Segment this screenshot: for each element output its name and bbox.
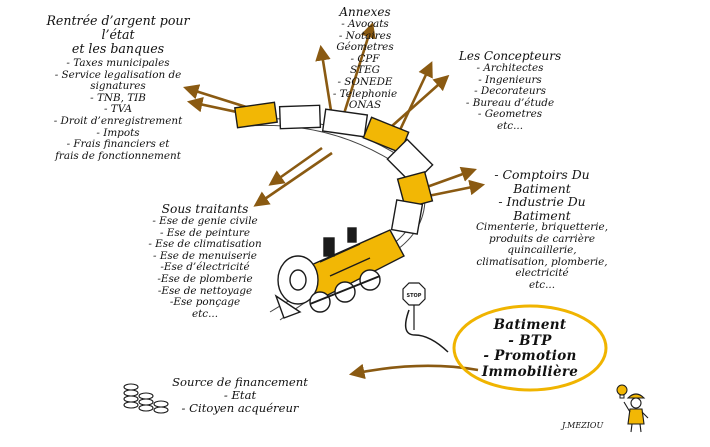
comptoirs-block: - Comptoirs Du Batiment - Industrie Du B… bbox=[456, 168, 628, 292]
arrow-to-comptoirs-2 bbox=[423, 166, 477, 190]
arrow-to-concepteurs bbox=[391, 74, 450, 127]
rentree-item: - Impots bbox=[96, 126, 140, 139]
comptoirs-item: Cimenterie, briquetterie, bbox=[475, 221, 608, 233]
financement-title: Source de financement bbox=[172, 375, 308, 389]
comptoirs-title-4: Batiment bbox=[513, 207, 571, 223]
stop-sign-icon: STOP bbox=[402, 282, 426, 330]
batiment-block: Batiment - BTP - Promotion Immobilière bbox=[470, 317, 590, 380]
annexes-block: Annexes - Avocats - Notaires Géometres -… bbox=[310, 6, 420, 112]
concepteurs-item: - Geometres bbox=[477, 108, 543, 121]
annexes-title: Annexes bbox=[339, 5, 391, 19]
concepteurs-item: - Bureau d’étude bbox=[465, 96, 555, 109]
annexes-item: ONAS bbox=[348, 99, 382, 112]
rentree-item: - Service legalisation de bbox=[54, 68, 182, 81]
sous-traitants-item: etc... bbox=[191, 307, 219, 320]
comptoirs-item: quincaillerie, bbox=[507, 244, 577, 257]
annexes-item: Géometres bbox=[336, 41, 394, 54]
sous-traitants-title: Sous traitants bbox=[161, 202, 249, 216]
stop-sign-label: STOP bbox=[407, 293, 422, 299]
rentree-title-1: Rentrée d’argent pour bbox=[46, 13, 190, 28]
rentree-item: - Droit d’enregistrement bbox=[53, 114, 183, 127]
sous-traitants-item: -Ese d’électricité bbox=[160, 261, 250, 274]
sous-traitants-item: - Ese de menuiserie bbox=[153, 249, 257, 262]
concepteurs-item: - Architectes bbox=[476, 62, 544, 74]
lightbulb-icon bbox=[616, 384, 628, 399]
annexes-item: - CPF bbox=[350, 52, 380, 65]
financement-item: - Citoyen acquéreur bbox=[181, 401, 299, 415]
annexes-item: - Telephonie bbox=[332, 87, 398, 100]
annexes-item: - Notaires bbox=[338, 29, 392, 42]
rentree-block: Rentrée d’argent pour l’état et les banq… bbox=[18, 14, 218, 56]
annexes-item: - SONEDE bbox=[337, 75, 393, 88]
financement-item: - Etat bbox=[223, 388, 257, 402]
comptoirs-title-1: - Comptoirs Du bbox=[494, 167, 590, 182]
arrow-to-sous-traitants-2 bbox=[268, 146, 323, 186]
rentree-item: - TNB, TIB bbox=[90, 91, 146, 104]
sous-traitants-item: - Ese de peinture bbox=[159, 226, 251, 239]
rentree-item: - Taxes municipales bbox=[66, 57, 170, 69]
concepteurs-item: - Decorateurs bbox=[474, 85, 546, 98]
comptoirs-item: produits de carrière bbox=[489, 232, 595, 245]
concepteurs-title: Les Concepteurs bbox=[458, 49, 562, 63]
rentree-list: - Taxes municipales - Service legalisati… bbox=[18, 57, 218, 162]
rentree-item: - TVA bbox=[103, 103, 133, 116]
concepteurs-item: etc... bbox=[496, 119, 524, 132]
engineer-figure-icon bbox=[623, 393, 649, 433]
arrow-to-financement bbox=[348, 363, 479, 380]
batiment-title: Batiment bbox=[493, 317, 567, 333]
stop-cable bbox=[404, 309, 449, 353]
concepteurs-block: Les Concepteurs - Architectes - Ingenieu… bbox=[435, 50, 585, 133]
batiment-item: Immobilière bbox=[481, 363, 579, 380]
annexes-item: STEG bbox=[350, 64, 380, 77]
sous-traitants-block: Sous traitants - Ese de genie civile - E… bbox=[130, 203, 280, 320]
financement-block: Source de financement - Etat - Citoyen a… bbox=[150, 376, 330, 415]
sous-traitants-item: -Ese ponçage bbox=[169, 296, 241, 309]
sous-traitants-item: - Ese de genie civile bbox=[152, 215, 258, 227]
arrow-to-comptoirs bbox=[427, 179, 486, 198]
comptoirs-item: etc... bbox=[528, 278, 556, 291]
arrow-to-concepteurs-2 bbox=[398, 61, 433, 131]
comptoirs-title-3: - Industrie Du bbox=[498, 194, 586, 209]
concepteurs-item: - Ingenieurs bbox=[478, 73, 542, 86]
arrow-to-annexes bbox=[315, 44, 334, 118]
comptoirs-item: climatisation, plomberie, bbox=[476, 255, 608, 268]
sous-traitants-item: -Ese de nettoyage bbox=[157, 284, 253, 297]
comptoirs-title-2: Batiment bbox=[513, 180, 571, 196]
rentree-title-3: et les banques bbox=[71, 41, 165, 56]
sous-traitants-item: - Ese de climatisation bbox=[148, 238, 262, 251]
batiment-item: - Promotion bbox=[483, 348, 577, 364]
arrow-to-sous-traitants bbox=[253, 151, 333, 207]
batiment-item: - BTP bbox=[508, 332, 552, 349]
coin-stack-icon bbox=[123, 383, 169, 414]
arrow-to-annexes-2 bbox=[340, 22, 376, 121]
sous-traitants-item: -Ese de plomberie bbox=[157, 272, 253, 285]
annexes-item: - Avocats bbox=[341, 18, 389, 30]
rentree-title-2: l’état bbox=[101, 27, 135, 42]
steam-train-icon bbox=[234, 101, 434, 321]
rentree-item: frais de fonctionnement bbox=[55, 149, 181, 162]
batiment-highlight-circle bbox=[452, 304, 608, 392]
rentree-item: - Frais financiers et bbox=[66, 138, 170, 151]
comptoirs-item: electricité bbox=[515, 267, 569, 280]
signature: J.MEZIOU bbox=[562, 421, 604, 430]
rentree-item: signatures bbox=[90, 80, 146, 93]
